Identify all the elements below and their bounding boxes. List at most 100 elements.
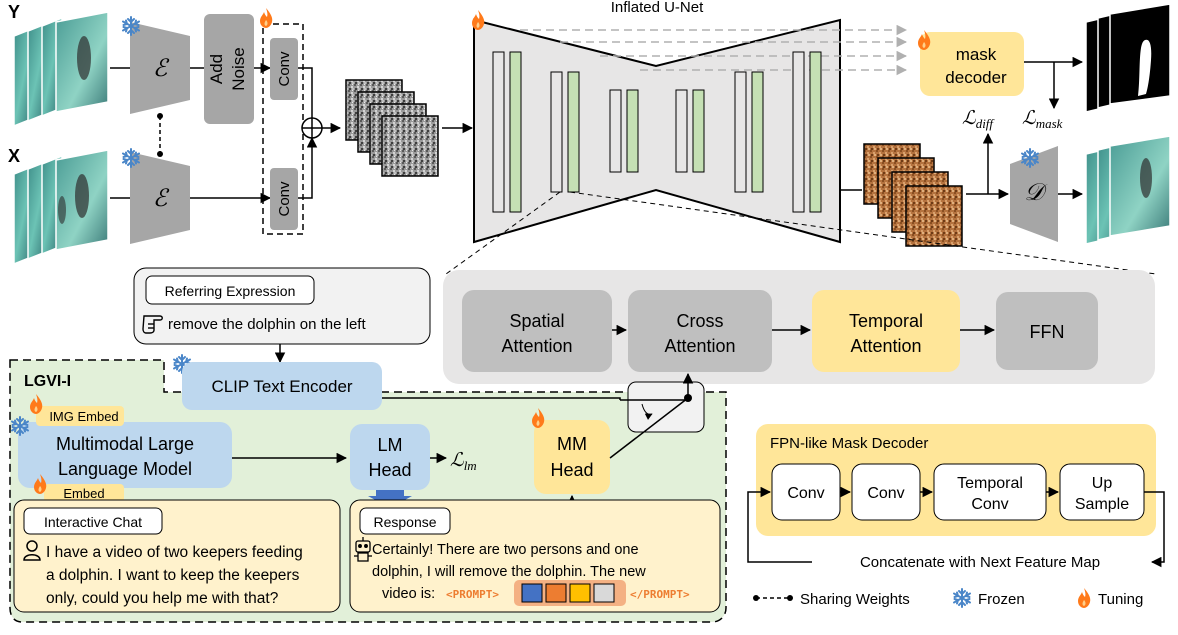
response-title: Response <box>373 514 436 530</box>
prompt-token-2 <box>545 583 567 603</box>
lgvi-title: LGVI-I <box>24 373 71 390</box>
mm-head-line2: Head <box>550 460 593 480</box>
switch-icon <box>641 403 653 420</box>
referring-title: Referring Expression <box>165 283 296 299</box>
flame-icon <box>260 8 273 28</box>
legend: Sharing Weights Frozen Tuning <box>753 588 1143 608</box>
encoder-bottom <box>130 152 190 244</box>
embed-label: Embed <box>63 486 104 501</box>
embedding-switch-box <box>627 381 705 433</box>
loss-mask: ℒmask <box>1022 108 1063 131</box>
fpn-title: FPN-like Mask Decoder <box>770 435 928 452</box>
fpn-block-3-line1: Temporal <box>957 475 1023 492</box>
flame-icon <box>1078 588 1091 608</box>
noisy-latent-stack <box>345 79 439 177</box>
conv-bottom-label: Conv <box>276 181 293 217</box>
spatial-attention-line1: Spatial <box>509 311 564 331</box>
robot-icon <box>354 537 372 562</box>
video-y-stack <box>13 11 109 128</box>
legend-sharing-label: Sharing Weights <box>800 591 910 608</box>
lm-head-line2: Head <box>368 460 411 480</box>
edge-conv-bottom-to-plus <box>298 136 318 199</box>
lm-head-block <box>350 424 430 490</box>
legend-tuning-label: Tuning <box>1098 591 1143 608</box>
ffn-block <box>996 292 1098 370</box>
sharing-dot-icon <box>157 151 163 157</box>
inflated-unet <box>473 18 841 244</box>
response-line-1: Certainly! There are two persons and one <box>372 542 639 558</box>
cross-attention-block <box>628 290 772 372</box>
prompt-token-3 <box>569 583 591 603</box>
x-input-label: X <box>8 146 20 166</box>
temporal-attention-line1: Temporal <box>849 311 923 331</box>
prompt-close-token: </PROMPT> <box>630 588 690 601</box>
conv-top-label: Conv <box>276 51 293 87</box>
mask-decoder <box>920 32 1024 96</box>
loss-lm: ℒlm <box>450 450 477 473</box>
user-icon <box>23 540 41 561</box>
unet-title: Inflated U-Net <box>611 0 704 16</box>
mask-output-stack <box>1085 3 1171 113</box>
conv-bottom <box>270 168 298 230</box>
add-noise-line2: Noise <box>229 47 248 90</box>
transformer-block-panel <box>443 270 1155 384</box>
cross-attention-line1: Cross <box>676 311 723 331</box>
fpn-block-1-label: Conv <box>787 485 824 502</box>
temporal-attention-line2: Attention <box>850 336 921 356</box>
clip-label: CLIP Text Encoder <box>211 377 352 396</box>
pointing-hand-icon <box>142 315 163 334</box>
add-noise-block <box>204 14 254 124</box>
encoder-top-symbol: ℰ <box>153 56 170 82</box>
add-noise-line1: Add <box>207 54 226 84</box>
response-line-3-prefix: video is: <box>382 586 435 602</box>
video-output-stack <box>1085 135 1171 245</box>
edge-fpn-loop-right <box>1144 491 1165 568</box>
prompt-open-token: <PROMPT> <box>446 588 499 601</box>
mllm-line2: Language Model <box>58 459 192 479</box>
prompt-token-4 <box>593 583 615 603</box>
loss-diff: ℒdiff <box>962 108 995 131</box>
chat-line-1: I have a video of two keepers feeding <box>46 544 303 561</box>
zoom-guide-right <box>569 191 1157 275</box>
chat-title: Interactive Chat <box>44 514 142 530</box>
fpn-block-3-line2: Conv <box>971 496 1008 513</box>
denoised-latent-stack <box>863 143 963 247</box>
fpn-block-4-line2: Sample <box>1075 496 1129 513</box>
lm-head-line1: LM <box>377 435 402 455</box>
img-embed-label: IMG Embed <box>49 409 118 424</box>
encoder-bottom-symbol: ℰ <box>153 186 170 212</box>
mask-decoder-line2: decoder <box>945 68 1007 87</box>
video-x-stack <box>13 149 109 266</box>
referring-text: remove the dolphin on the left <box>168 316 366 333</box>
snowflake-icon <box>953 588 971 608</box>
fpn-block-2-label: Conv <box>867 485 904 502</box>
conv-top <box>270 38 298 100</box>
zoom-guide-left <box>445 191 561 275</box>
edge-fpn-loop-left <box>747 486 812 563</box>
spatial-attention-block <box>462 290 612 372</box>
edge-mmhead-to-switch <box>609 397 689 459</box>
y-input-label: Y <box>8 2 20 22</box>
flame-icon <box>472 10 485 30</box>
sharing-dot-icon <box>157 113 163 119</box>
cross-attention-line2: Attention <box>664 336 735 356</box>
chat-line-2: a dolphin. I want to keep the keepers <box>46 567 300 584</box>
mm-head-block <box>534 420 610 494</box>
encoder-top <box>130 22 190 114</box>
response-title-box <box>359 507 451 535</box>
mllm-line1: Multimodal Large <box>56 434 194 454</box>
edge-conv-top-to-plus <box>298 67 313 118</box>
mllm-block <box>18 422 232 488</box>
temporal-attention-block <box>812 290 960 372</box>
unet-layers <box>492 51 822 213</box>
embed-tag <box>44 484 124 502</box>
response-line-2: dolphin, I will remove the dolphin. The … <box>372 564 646 580</box>
referring-title-box <box>145 275 315 305</box>
clip-text-encoder <box>182 362 382 410</box>
prompt-token-1 <box>521 583 543 603</box>
chat-title-box <box>23 507 163 535</box>
legend-frozen-label: Frozen <box>978 591 1025 608</box>
lmhead-output-arrow-icon <box>368 490 412 508</box>
